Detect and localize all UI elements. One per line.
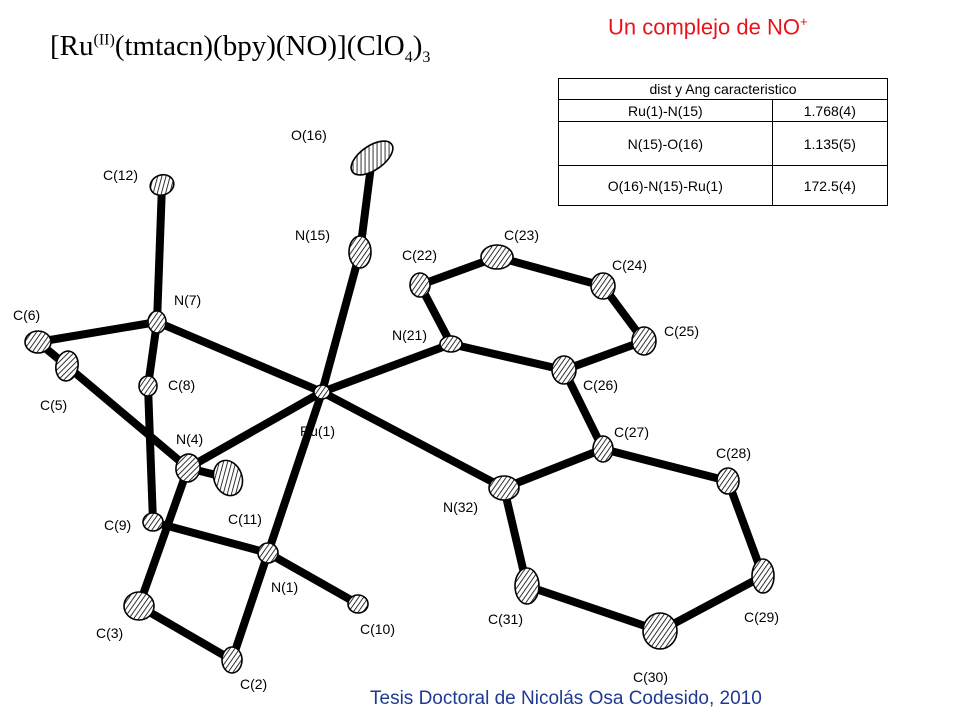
distance-angle-table: dist y Ang caracteristico Ru(1)-N(15)1.7… bbox=[558, 78, 889, 206]
label-C29: C(29) bbox=[744, 609, 779, 625]
bond-N7-C12 bbox=[153, 181, 166, 326]
chemical-formula: [Ru(II)(tmtacn)(bpy)(NO)](ClO4)3 bbox=[50, 30, 430, 67]
bond-C2-N1 bbox=[228, 549, 272, 664]
bond-Ru1-N4 bbox=[184, 388, 326, 472]
formula-sub1: 4 bbox=[404, 48, 413, 66]
label-O16: O(16) bbox=[291, 127, 327, 143]
atom-C31 bbox=[514, 567, 540, 605]
atom-C10 bbox=[347, 594, 369, 614]
bond-C26-N21 bbox=[447, 340, 568, 374]
label-C11: C(11) bbox=[228, 511, 262, 527]
atom-N1 bbox=[257, 542, 279, 564]
label-N1: N(1) bbox=[271, 579, 298, 595]
bond-C5-N4 bbox=[63, 362, 192, 472]
bond-C27-C28 bbox=[599, 445, 732, 485]
atom-N32 bbox=[488, 475, 520, 501]
bond-C25-C26 bbox=[560, 337, 648, 374]
bond-C8-C9 bbox=[144, 382, 157, 526]
label-C10: C(10) bbox=[360, 621, 395, 637]
bond-Ru1-N32 bbox=[318, 388, 508, 492]
table-row-value-2: 172.5(4) bbox=[771, 165, 889, 206]
formula-part1: [Ru bbox=[50, 30, 94, 62]
atom-N4 bbox=[175, 453, 201, 483]
label-C22: C(22) bbox=[402, 247, 437, 263]
atom-C23 bbox=[480, 244, 514, 270]
atom-N7 bbox=[147, 310, 167, 334]
formula-part2: (tmtacn)(bpy)(NO)](ClO bbox=[114, 30, 405, 62]
atom-layer bbox=[24, 140, 775, 674]
label-C8: C(8) bbox=[168, 377, 195, 393]
atom-C30 bbox=[642, 612, 678, 650]
label-C12: C(12) bbox=[103, 167, 138, 183]
bond-C28-C29 bbox=[724, 477, 767, 580]
label-C3: C(3) bbox=[96, 625, 123, 641]
table-row-label-1: N(15)-O(16) bbox=[558, 121, 773, 166]
bond-C3-C2 bbox=[135, 602, 236, 664]
bond-C27-N32 bbox=[500, 445, 607, 492]
bond-C9-N1 bbox=[149, 518, 272, 557]
atom-C26 bbox=[551, 355, 577, 385]
bond-layer bbox=[34, 154, 767, 664]
label-N7: N(7) bbox=[174, 292, 201, 308]
atom-C3 bbox=[123, 591, 155, 621]
table-row-value-0: 1.768(4) bbox=[771, 99, 889, 122]
atom-C28 bbox=[716, 467, 740, 495]
label-N15: N(15) bbox=[295, 227, 330, 243]
label-C28: C(28) bbox=[716, 445, 751, 461]
label-C2: C(2) bbox=[240, 676, 267, 692]
footer-credit: Tesis Doctoral de Nicolás Osa Codesido, … bbox=[370, 688, 762, 709]
bond-N4-C3 bbox=[135, 464, 192, 610]
bond-Ru1-N21 bbox=[318, 340, 455, 396]
label-N4: N(4) bbox=[176, 431, 203, 447]
atom-N21 bbox=[439, 335, 463, 353]
bond-C23-C24 bbox=[493, 253, 607, 290]
label-N21: N(21) bbox=[392, 327, 427, 343]
label-C27: C(27) bbox=[614, 424, 649, 440]
formula-part3: ) bbox=[412, 30, 423, 62]
label-C23: C(23) bbox=[504, 227, 539, 243]
bond-Ru1-N7 bbox=[153, 318, 326, 396]
label-C31: C(31) bbox=[488, 611, 523, 627]
atom-C25 bbox=[631, 326, 657, 356]
bond-C29-C30 bbox=[656, 572, 767, 635]
label-C30: C(30) bbox=[633, 669, 668, 685]
atom-C6 bbox=[24, 330, 52, 354]
label-N32: N(32) bbox=[443, 499, 478, 515]
heading-text: Un complejo de NO bbox=[608, 14, 800, 40]
atom-C9 bbox=[142, 512, 164, 532]
label-C5: C(5) bbox=[40, 397, 67, 413]
label-C25: C(25) bbox=[664, 323, 699, 339]
atom-C5 bbox=[55, 350, 79, 382]
atom-C2 bbox=[221, 646, 243, 674]
atom-Ru1 bbox=[313, 384, 331, 400]
atom-C11 bbox=[212, 459, 244, 497]
atom-C29 bbox=[751, 558, 775, 594]
bond-C30-C31 bbox=[523, 582, 664, 635]
table-row-value-1: 1.135(5) bbox=[771, 121, 889, 166]
bond-Ru1-N1 bbox=[264, 388, 326, 557]
formula-sub2: 3 bbox=[422, 48, 431, 66]
slide-heading: Un complejo de NO+ bbox=[608, 14, 808, 40]
label-C9: C(9) bbox=[104, 517, 131, 533]
bond-Ru1-N15 bbox=[318, 248, 364, 396]
atom-C8 bbox=[138, 375, 158, 397]
atom-C24 bbox=[590, 272, 616, 300]
label-C6: C(6) bbox=[13, 307, 40, 323]
bond-N7-C6 bbox=[34, 318, 161, 346]
atom-C12 bbox=[149, 173, 175, 197]
label-C26: C(26) bbox=[583, 377, 618, 393]
bond-N1-C10 bbox=[264, 549, 362, 608]
atom-C27 bbox=[592, 435, 614, 463]
formula-oxidation-state: (II) bbox=[93, 31, 115, 49]
label-layer: O(16) N(15) C(12) N(7) C(6) C(5) C(8) N(… bbox=[13, 127, 779, 692]
heading-superscript: + bbox=[799, 14, 808, 29]
atom-O16 bbox=[350, 140, 394, 176]
atom-C22 bbox=[409, 272, 431, 298]
label-Ru1: Ru(1) bbox=[300, 423, 335, 439]
atom-N15 bbox=[348, 235, 372, 269]
table-row-label-2: O(16)-N(15)-Ru(1) bbox=[558, 165, 773, 206]
bond-C26-C27 bbox=[560, 366, 607, 453]
label-C24: C(24) bbox=[612, 257, 647, 273]
